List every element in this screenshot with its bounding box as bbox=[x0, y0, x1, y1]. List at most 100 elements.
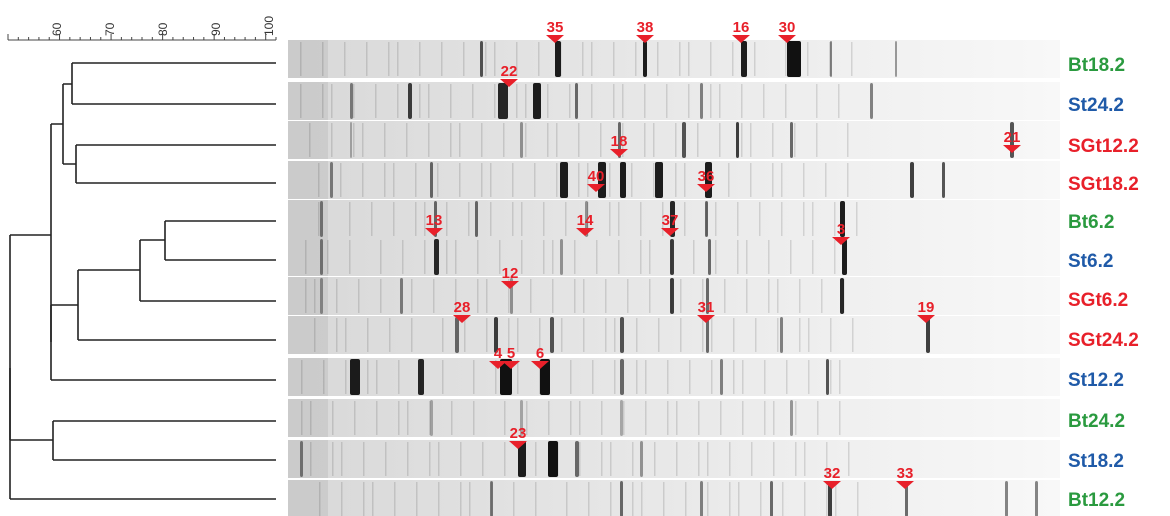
band-marker-arrow bbox=[1003, 145, 1021, 153]
gel-faint-band bbox=[764, 401, 766, 435]
gel-faint-band bbox=[570, 360, 572, 394]
band-marker: 31 bbox=[697, 299, 715, 323]
gel-faint-band bbox=[618, 202, 620, 236]
scale-minor-ticks bbox=[7, 34, 277, 40]
gel-lane bbox=[288, 161, 1060, 199]
gel-faint-band bbox=[415, 202, 417, 236]
gel-faint-band bbox=[464, 318, 466, 352]
gel-faint-band bbox=[856, 202, 858, 236]
band-marker-label: 13 bbox=[426, 212, 443, 229]
gel-band bbox=[434, 239, 439, 275]
gel-faint-band bbox=[710, 84, 712, 118]
band-marker-label: 32 bbox=[824, 465, 841, 482]
gel-band bbox=[494, 317, 498, 353]
gel-faint-band bbox=[534, 163, 536, 197]
gel-faint-band bbox=[684, 163, 686, 197]
gel-faint-band bbox=[398, 360, 400, 394]
band-marker-label: 12 bbox=[502, 265, 519, 282]
gel-band bbox=[518, 441, 526, 477]
gel-faint-band bbox=[768, 279, 770, 313]
gel-faint-band bbox=[305, 240, 307, 274]
gel-band bbox=[790, 400, 793, 436]
gel-faint-band bbox=[613, 84, 615, 118]
gel-faint-band bbox=[530, 279, 532, 313]
gel-band bbox=[575, 83, 578, 119]
gel-faint-band bbox=[353, 84, 355, 118]
gel-faint-band bbox=[649, 240, 651, 274]
band-marker-arrow bbox=[500, 79, 518, 87]
gel-faint-band bbox=[341, 442, 343, 476]
gel-faint-band bbox=[662, 202, 664, 236]
gel-faint-band bbox=[596, 240, 598, 274]
gel-faint-band bbox=[644, 84, 646, 118]
gel-faint-band bbox=[428, 84, 430, 118]
gel-faint-band bbox=[578, 123, 580, 157]
gel-faint-band bbox=[830, 360, 832, 394]
gel-faint-band bbox=[566, 482, 568, 516]
gel-faint-band bbox=[539, 360, 541, 394]
gel-faint-band bbox=[376, 401, 378, 435]
band-marker: 3 bbox=[832, 221, 850, 245]
band-marker-label: 36 bbox=[698, 168, 715, 185]
band-marker: 12 bbox=[501, 265, 519, 289]
gel-faint-band bbox=[715, 202, 717, 236]
gel-faint-band bbox=[781, 163, 783, 197]
gel-faint-band bbox=[433, 279, 435, 313]
gel-faint-band bbox=[720, 401, 722, 435]
gel-faint-band bbox=[543, 240, 545, 274]
lane-label: Bt18.2 bbox=[1068, 55, 1125, 76]
gel-faint-band bbox=[482, 442, 484, 476]
band-marker-label: 28 bbox=[454, 299, 471, 316]
gel-faint-band bbox=[446, 202, 448, 236]
gel-band bbox=[741, 41, 747, 77]
band-marker-arrow bbox=[587, 184, 605, 192]
gel-faint-band bbox=[384, 163, 386, 197]
gel-lane-well bbox=[288, 40, 328, 78]
gel-faint-band bbox=[366, 42, 368, 76]
gel-band bbox=[430, 400, 433, 436]
gel-band bbox=[620, 481, 623, 516]
gel-faint-band bbox=[460, 442, 462, 476]
gel-band bbox=[498, 83, 508, 119]
gel-faint-band bbox=[429, 442, 431, 476]
gel-band bbox=[840, 201, 845, 237]
gel-faint-band bbox=[676, 442, 678, 476]
band-marker-label: 18 bbox=[611, 133, 628, 150]
band-marker-arrow bbox=[546, 35, 564, 43]
gel-band bbox=[870, 83, 873, 119]
band-marker-label: 23 bbox=[510, 425, 527, 442]
gel-band bbox=[787, 41, 801, 77]
gel-faint-band bbox=[610, 482, 612, 516]
gel-faint-band bbox=[397, 84, 399, 118]
gel-band bbox=[780, 317, 783, 353]
gel-faint-band bbox=[755, 318, 757, 352]
gel-faint-band bbox=[574, 240, 576, 274]
gel-faint-band bbox=[428, 123, 430, 157]
gel-faint-band bbox=[416, 482, 418, 516]
lane-label: SGt12.2 bbox=[1068, 136, 1139, 157]
gel-lane-well bbox=[288, 316, 328, 354]
gel-faint-band bbox=[680, 279, 682, 313]
lane-labels: Bt18.2 St24.2 SGt12.2 SGt18.2 Bt6.2 St6.… bbox=[1068, 55, 1139, 511]
gel-lanes bbox=[288, 40, 1060, 516]
gel-faint-band bbox=[851, 42, 853, 76]
gel-faint-band bbox=[516, 42, 518, 76]
band-marker: 4 bbox=[489, 345, 507, 369]
gel-faint-band bbox=[697, 123, 699, 157]
band-marker-label: 14 bbox=[577, 212, 594, 229]
gel-faint-band bbox=[675, 163, 677, 197]
gel-faint-band bbox=[640, 202, 642, 236]
gel-faint-band bbox=[804, 482, 806, 516]
gel-faint-band bbox=[407, 401, 409, 435]
gel-faint-band bbox=[547, 123, 549, 157]
gel-lane bbox=[288, 121, 1060, 159]
gel-faint-band bbox=[698, 401, 700, 435]
gel-lane-background bbox=[288, 399, 1060, 437]
band-marker-arrow bbox=[509, 441, 527, 449]
gel-band bbox=[640, 441, 643, 477]
gel-faint-band bbox=[785, 42, 787, 76]
band-marker-arrow bbox=[425, 228, 443, 236]
dendrogram-branch bbox=[75, 144, 276, 184]
gel-faint-band bbox=[380, 279, 382, 313]
gel-faint-band bbox=[552, 240, 554, 274]
